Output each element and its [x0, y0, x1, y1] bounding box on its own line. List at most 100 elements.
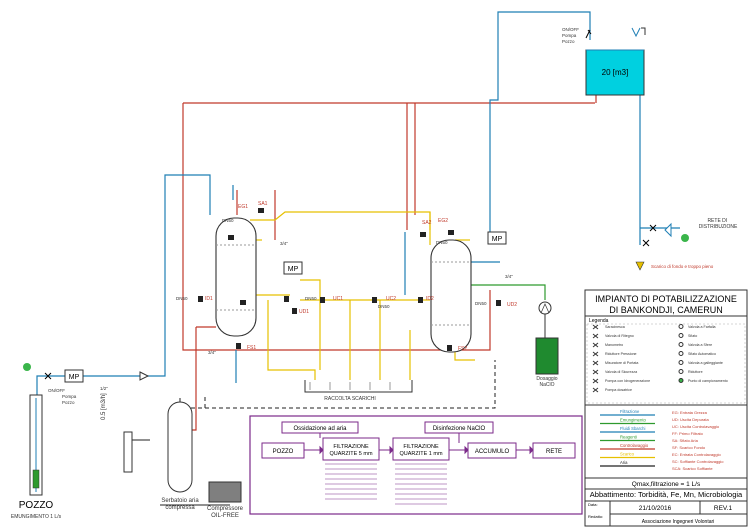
raccolta-label: RACCOLTA SCARICHI: [324, 396, 376, 402]
qmax-label: Qmax,filtrazione = 1 L/s: [632, 481, 701, 488]
legend-symbol-icon: [592, 360, 599, 366]
legend-symbol-icon: [678, 324, 684, 329]
mp-box-2: [487, 231, 507, 245]
sample-point-icon: [681, 234, 689, 242]
rete-distribuzione-label: RETE DI DISTRIBUZIONE: [699, 218, 738, 230]
legend-line-label: Reagenti: [620, 435, 637, 440]
legend-item-right: Riduttore: [688, 370, 703, 374]
flow-rate-label: 0.5 [m3/h]: [101, 393, 107, 420]
legend-line-label: Emungimento: [620, 418, 647, 423]
compressor-icon: [208, 481, 242, 503]
legend-code: SF: Scarico Fondo: [672, 445, 706, 450]
abbattimento-label: Abbattimento: Torbidità, Fe, Mn, Microbi…: [590, 490, 743, 499]
step-pozzo-label: POZZO: [273, 449, 294, 455]
legend-symbol-icon: [592, 387, 599, 393]
size-34b: 3/4": [505, 274, 513, 279]
label-ud2: UD2: [507, 302, 517, 308]
legend-symbol-icon: [592, 333, 599, 339]
label-eg2: EG2: [438, 218, 448, 224]
flow-meter-icon: [123, 431, 133, 473]
legend-code: FF: Primo Filtrato: [672, 431, 704, 436]
title-block: [584, 289, 748, 527]
label-id1: ID1: [205, 296, 213, 302]
legend-line-label: Controlavaggio: [620, 443, 649, 448]
filter-2-vessel: [430, 239, 472, 353]
legend-symbol-icon: [678, 360, 684, 365]
label-uc2: UC2: [386, 296, 396, 302]
title-line-2: DI BANKONDJI, CAMERUN: [609, 305, 723, 315]
step-filtrazione-5: [322, 437, 380, 461]
legend-symbol-icon: [678, 333, 684, 338]
label-dn-mid2: DN50: [378, 304, 390, 309]
legend-item-right: Valvola a Sfere: [688, 343, 712, 347]
legend-item-right: Sfiato: [688, 334, 697, 338]
legend-item-left: Manometro: [605, 343, 623, 347]
legend-line-label: Aria: [620, 460, 628, 465]
drain-funnel-icon: [635, 261, 645, 271]
water-tank: [585, 49, 645, 96]
label-fs1: FS1: [247, 345, 256, 351]
legend-code: EC: Entrata Controlavaggio: [672, 452, 721, 457]
mp-label-3: MP: [69, 374, 80, 381]
tank-switch-2: Pompa: [562, 33, 577, 38]
switch-icon: [585, 29, 592, 39]
size-34c: 3/4": [208, 350, 216, 355]
label-uc1: UC1: [333, 296, 343, 302]
legend-item-left: Valvola di Sicurezza: [605, 370, 637, 374]
legend-symbol-icon: [678, 369, 684, 374]
legend-code: EG: Entrata Grezza: [672, 410, 708, 415]
step-rete-label: RETE: [546, 449, 562, 455]
mp-box-3: [64, 369, 84, 383]
pump-switch-1: ON/OFF: [48, 388, 65, 393]
label-dn-top1: DN50: [222, 218, 234, 223]
legend-item-left: Saracinesca: [605, 325, 625, 329]
ossidazione-label: Ossidazione ad aria: [293, 426, 347, 432]
legend-code: UD: Uscita Depurata: [672, 417, 709, 422]
legend-item-right: Sfiato Automatico: [688, 352, 716, 356]
well-pump-icon: [32, 469, 40, 489]
label-dn-right2: DN50: [475, 301, 487, 306]
legend-code: SC: Soffiante Controlavaggio: [672, 459, 724, 464]
filter-1-vessel: [215, 217, 257, 337]
naclo-tank: [535, 337, 559, 375]
data-label: Data:: [588, 502, 598, 507]
legend-symbol-icon: [678, 378, 684, 383]
check-valve-icon: [664, 222, 672, 238]
legend-symbol-icon: [592, 378, 599, 384]
gate-valve-icon: [649, 224, 657, 232]
label-eg1: EG1: [238, 204, 248, 210]
label-fs2: FS2: [458, 346, 467, 352]
size-34a: 3/4": [280, 241, 288, 246]
legend-title: Legenda: [589, 318, 609, 324]
legend-symbol-icon: [678, 342, 684, 347]
rev-value: REV.1: [714, 505, 733, 512]
label-dn-mid1: DN50: [305, 296, 317, 301]
legend-item-left: Riduttore Pressione: [605, 352, 637, 356]
legend-symbol-icon: [592, 342, 599, 348]
tank-switch-3: Pozzo: [562, 39, 575, 44]
emungimento-label: EMUNGIMENTO 1 L/s: [11, 514, 62, 520]
label-dn-top2: DN50: [436, 240, 448, 245]
well-sample-icon: [23, 363, 31, 371]
mp-box-1: [283, 261, 303, 275]
pump-switch-2: Pompa: [62, 394, 77, 399]
legend-code: SA: Sfiato Aria: [672, 438, 699, 443]
tank-volume: 20 [m3]: [602, 68, 629, 77]
tank-switch-1: ON/OFF: [562, 27, 579, 32]
legend-line-label: Filtrazione: [620, 409, 640, 414]
legend-line-label: Fluidi Sbarchi: [620, 426, 645, 431]
float-valve-icon: [631, 27, 641, 38]
legend-symbol-icon: [678, 351, 684, 356]
legend-code: SCA: Scarico Soffiante: [672, 466, 713, 471]
label-id2: ID2: [426, 296, 434, 302]
step-filtrazione-1: [392, 437, 450, 461]
label-dn-left1: DN50: [176, 296, 188, 301]
pipes-red: [180, 90, 597, 431]
